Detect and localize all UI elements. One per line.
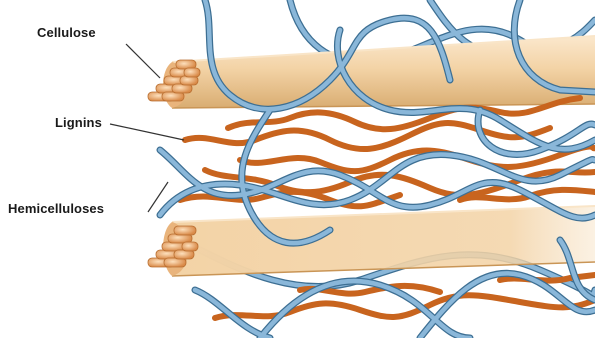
lignins-label: Lignins [55, 115, 102, 130]
cellulose-label: Cellulose [37, 25, 96, 40]
lignin-leader-line [110, 124, 184, 140]
cellulose-leader-line [126, 44, 160, 78]
hemicelluloses-label: Hemicelluloses [8, 201, 104, 216]
